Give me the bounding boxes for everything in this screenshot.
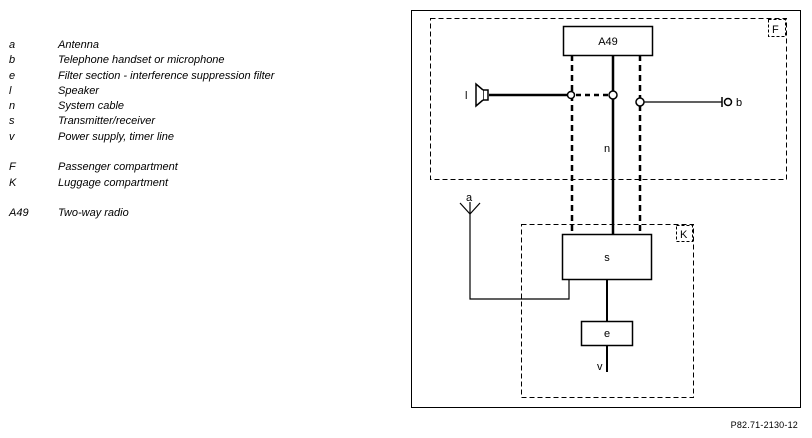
zone-f-label: F bbox=[772, 24, 779, 36]
legend-key: b bbox=[9, 54, 16, 67]
legend-key: a bbox=[9, 39, 16, 51]
legend-key: F bbox=[9, 161, 16, 174]
speaker-icon bbox=[475, 82, 489, 108]
legend-row-radio: A49 Two-way radio bbox=[9, 206, 274, 221]
zone-f-tag bbox=[768, 19, 786, 37]
legend-desc: Telephone handset or microphone bbox=[58, 54, 225, 67]
legend-key: n bbox=[9, 100, 16, 113]
connector-node bbox=[608, 90, 618, 100]
legend-row-luggage: K Luggage compartment bbox=[9, 176, 274, 191]
handset-label: b bbox=[736, 97, 742, 109]
diagram-frame bbox=[411, 10, 801, 408]
legend-key: v bbox=[9, 130, 15, 143]
legend-desc: Passenger compartment bbox=[58, 161, 178, 174]
legend-desc: Antenna bbox=[58, 39, 99, 51]
legend-key: e bbox=[9, 69, 16, 82]
legend-row-handset: b Telephone handset or microphone bbox=[9, 53, 274, 68]
legend-row-antenna: a Antenna bbox=[9, 38, 274, 53]
cable-label: n bbox=[604, 143, 610, 155]
radio-box bbox=[562, 25, 654, 57]
radio-label: A49 bbox=[598, 36, 618, 48]
zone-luggage-compartment bbox=[521, 224, 694, 398]
antenna-label: a bbox=[466, 192, 473, 204]
legend-key: A49 bbox=[9, 207, 29, 220]
legend-row-cable: n System cable bbox=[9, 99, 274, 114]
connector-node bbox=[566, 90, 576, 100]
zone-passenger-compartment bbox=[430, 18, 787, 180]
antenna-wire bbox=[469, 202, 570, 300]
power-label: v bbox=[597, 361, 603, 373]
legend-desc: Luggage compartment bbox=[58, 176, 169, 189]
legend-row-passenger: F Passenger compartment bbox=[9, 160, 274, 175]
legend: a Antenna b Telephone handset or microph… bbox=[9, 38, 274, 222]
legend-row-filter: e Filter section - interference suppress… bbox=[9, 69, 274, 84]
legend-key: l bbox=[9, 84, 12, 97]
legend-desc: System cable bbox=[58, 100, 125, 113]
handset-icon bbox=[721, 97, 733, 107]
transceiver-box bbox=[561, 233, 653, 281]
zone-k-tag bbox=[676, 225, 693, 242]
legend-desc: Speaker bbox=[58, 84, 99, 97]
transceiver-label: s bbox=[604, 252, 610, 264]
zone-k-label: K bbox=[680, 229, 688, 241]
connector-node bbox=[635, 97, 645, 107]
legend-desc: Two-way radio bbox=[58, 207, 129, 220]
legend-row-speaker: l Speaker bbox=[9, 84, 274, 99]
legend-desc: Transmitter/receiver bbox=[58, 115, 155, 128]
speaker-label: l bbox=[465, 90, 467, 102]
legend-desc: Power supply, timer line bbox=[58, 130, 174, 143]
figure-code: P82.71-2130-12 bbox=[730, 420, 798, 430]
legend-key: s bbox=[9, 115, 15, 128]
legend-desc: Filter section - interference suppressio… bbox=[58, 69, 275, 82]
legend-row-power: v Power supply, timer line bbox=[9, 130, 274, 145]
antenna-icon bbox=[459, 202, 481, 215]
legend-row-transceiver: s Transmitter/receiver bbox=[9, 114, 274, 129]
legend-key: K bbox=[9, 176, 17, 189]
filter-label: e bbox=[604, 328, 610, 340]
